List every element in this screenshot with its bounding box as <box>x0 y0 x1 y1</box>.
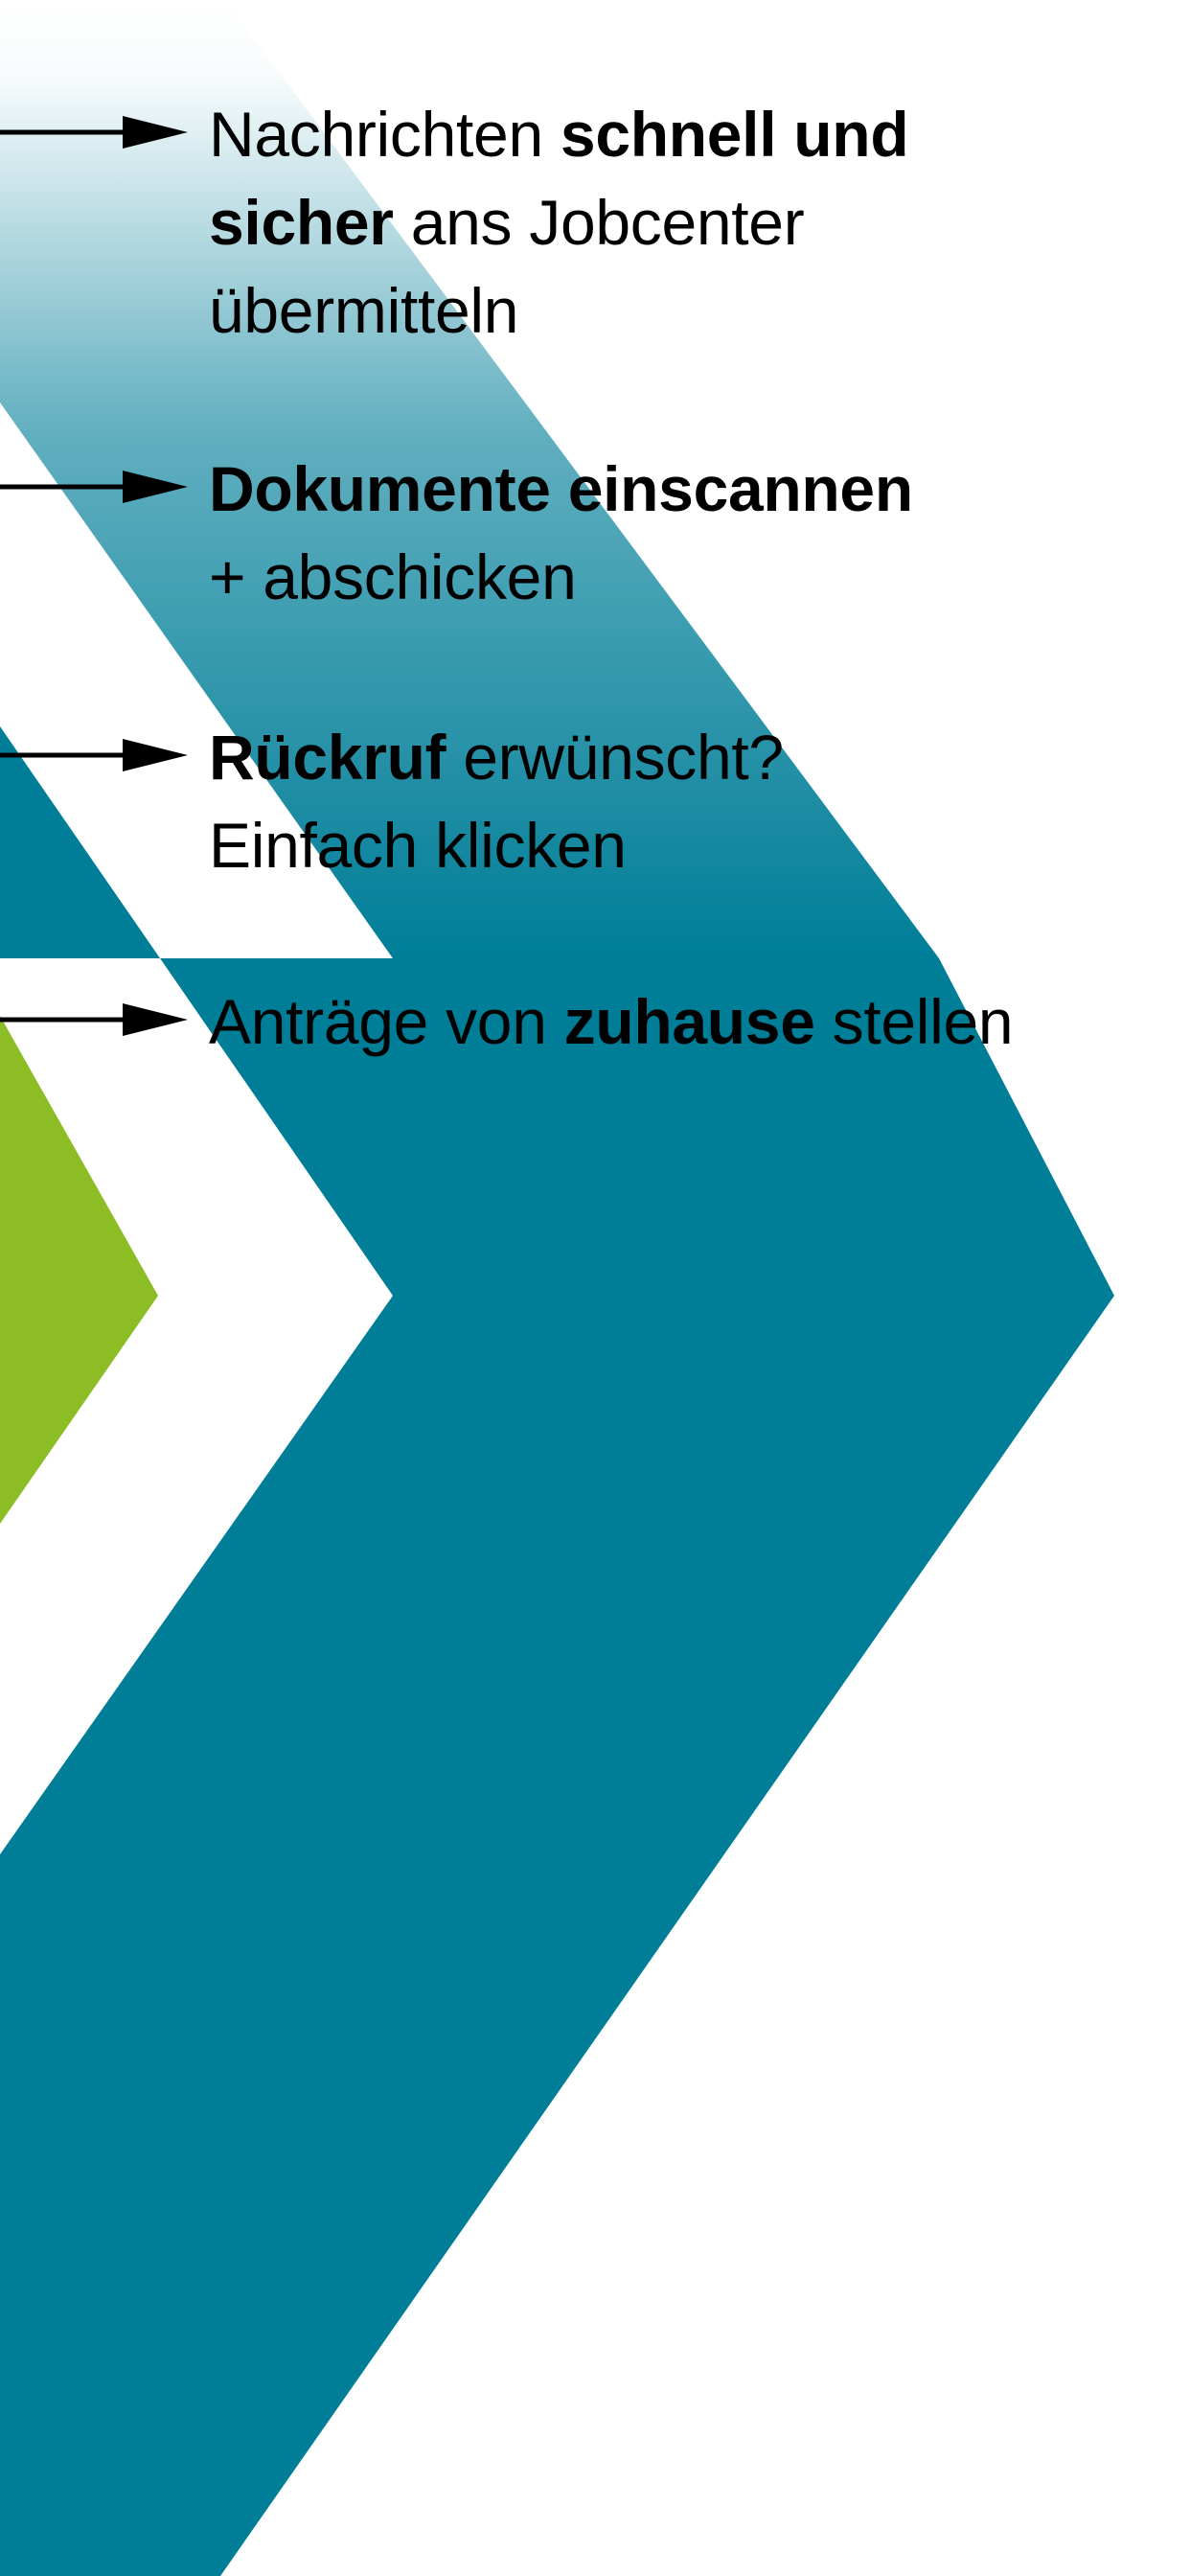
feature-text-bold: sicher <box>209 187 394 258</box>
feature-text-regular: Einfach klicken <box>209 810 627 881</box>
feature-text-bold: Dokumente einscannen <box>209 453 913 524</box>
feature-text-regular: + abschicken <box>209 541 577 612</box>
feature-text-regular: übermitteln <box>209 275 519 346</box>
feature-line: Nachrichten schnell und <box>209 90 1157 178</box>
feature-text-regular: Nachrichten <box>209 99 561 170</box>
arrow-right-icon <box>0 739 188 771</box>
teal-chevron-fade <box>0 0 939 958</box>
feature-line: Rückruf erwünscht? <box>209 713 1157 801</box>
feature-line: Einfach klicken <box>209 801 1157 889</box>
feature-text-regular: Anträge von <box>209 986 564 1057</box>
feature-line: Dokumente einscannen <box>209 445 1157 533</box>
feature-text: Rückruf erwünscht? Einfach klicken <box>209 713 1157 889</box>
feature-text: Anträge von zuhause stellen <box>209 978 1157 1066</box>
feature-text-regular: ans Jobcenter <box>393 187 805 258</box>
feature-text-bold: zuhause <box>563 986 815 1057</box>
arrow-right-icon <box>0 1003 188 1036</box>
feature-text-bold: Rückruf <box>209 722 446 793</box>
feature-text-regular: stellen <box>814 986 1014 1057</box>
teal-chevron <box>0 726 1114 2576</box>
feature-text: Dokumente einscannen + abschicken <box>209 445 1157 621</box>
feature-line: übermitteln <box>209 266 1157 355</box>
lime-chevron <box>0 1016 158 1524</box>
feature-line: sicher ans Jobcenter <box>209 178 1157 266</box>
feature-text-bold: schnell und <box>560 99 909 170</box>
arrow-right-icon <box>0 471 188 503</box>
feature-line: + abschicken <box>209 533 1157 621</box>
feature-line: Anträge von zuhause stellen <box>209 978 1157 1066</box>
arrow-right-icon <box>0 116 188 149</box>
feature-text-regular: erwünscht? <box>446 722 784 793</box>
